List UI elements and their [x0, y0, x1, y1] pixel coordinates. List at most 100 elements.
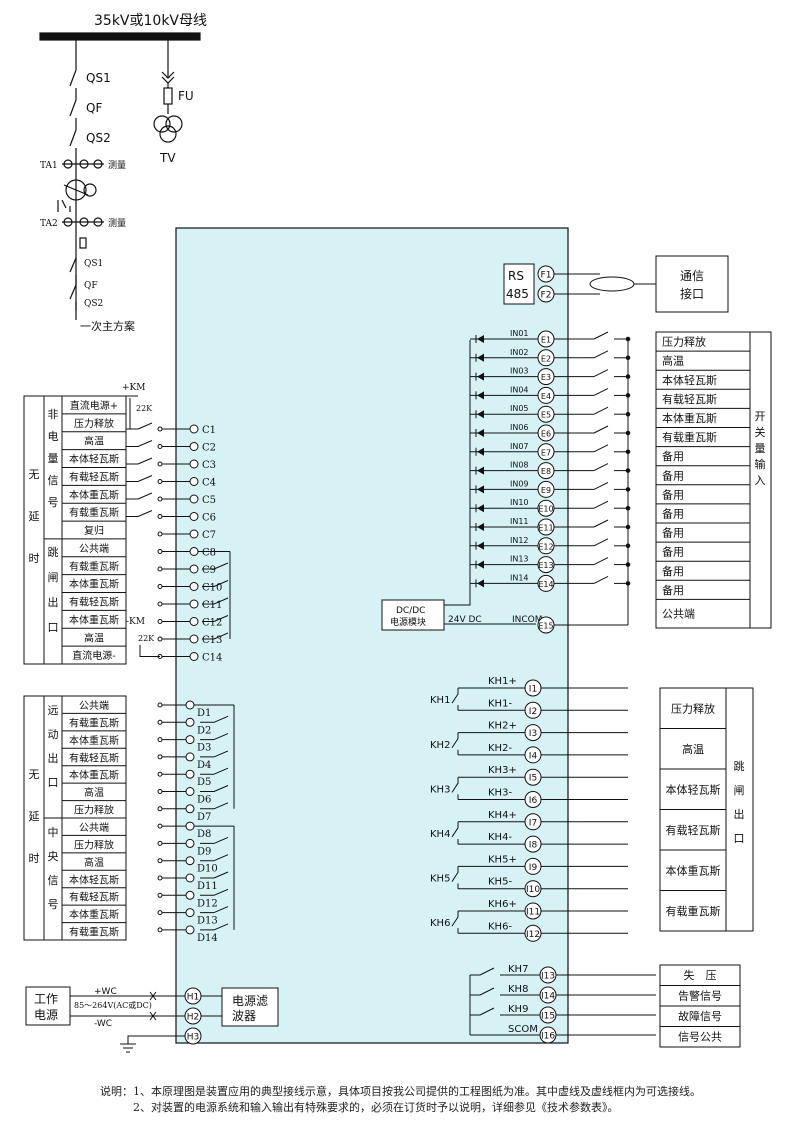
d-dot-1: [157, 702, 163, 708]
kh-neg-2: KH2-: [488, 743, 512, 754]
terminal-d13: [185, 908, 195, 918]
input-item-4: 有载轻瓦斯: [662, 392, 717, 406]
lt-g1-char-2: 电: [48, 430, 59, 443]
measure-label-1: 测量: [108, 160, 126, 171]
dcdc-module: [381, 599, 445, 631]
terminal-label-c3: C3: [202, 460, 216, 471]
terminal-label-i4: I4: [529, 751, 538, 761]
lb-item-3: 本体重瓦斯: [69, 734, 119, 747]
terminal-label-d5: D5: [197, 777, 211, 788]
terminal-label-e11: E11: [538, 524, 553, 533]
trip-item-6: 有载重瓦斯: [666, 904, 721, 918]
input-switch-8: [593, 463, 609, 472]
lb-outer-char-2: 延: [29, 810, 40, 823]
device-body: [175, 227, 569, 1044]
input-switch-12: [593, 538, 609, 547]
terminal-c8: [189, 547, 199, 556]
lb-item-13: 本体重瓦斯: [69, 908, 119, 921]
terminal-c7: [189, 529, 199, 539]
terminal-label-i9: I9: [529, 863, 538, 873]
terminal-label-d3: D3: [197, 743, 211, 754]
lt-item-12: 有载轻瓦斯: [69, 596, 119, 609]
terminal-label-d9: D9: [197, 846, 211, 857]
primary-circuit: [39, 32, 201, 320]
in-label-12: IN12: [510, 536, 529, 545]
lb-g2-char-3: 信: [48, 874, 59, 887]
r22k-1: 22K: [136, 404, 153, 413]
lt-item-7: 有载重瓦斯: [69, 506, 119, 519]
km-neg-feed: [139, 645, 160, 657]
kh-contact-6: [451, 911, 459, 934]
lb-item-8: 公共端: [79, 821, 109, 834]
d-relay-7: [200, 802, 229, 810]
terminal-label-e4: E4: [541, 392, 551, 401]
d-relay-12: [200, 888, 229, 896]
terminal-label-e2: E2: [541, 354, 551, 363]
d-relay-14: [200, 923, 229, 931]
lb-item-5: 本体重瓦斯: [69, 769, 119, 782]
terminal-label-e1: E1: [541, 336, 551, 345]
lb-item-1: 公共端: [79, 699, 109, 712]
terminal-label-e10: E10: [538, 505, 553, 514]
minus-km: -KM: [126, 617, 145, 627]
terminal-c11: [189, 599, 199, 609]
terminal-c4: [189, 477, 199, 486]
lt-item-14: 高温: [84, 631, 104, 644]
terminal-label-c12: C12: [202, 618, 222, 629]
qs1-label: QS1: [86, 71, 111, 85]
terminal-label-c7: C7: [202, 530, 216, 541]
terminal-label-e9: E9: [541, 486, 551, 495]
d-dot-3: [157, 737, 163, 743]
lb-item-7: 压力释放: [74, 804, 114, 817]
terminal-d12: [185, 890, 195, 900]
lt-item-10: 有载重瓦斯: [69, 560, 119, 573]
kh-neg-3: KH3-: [488, 788, 512, 799]
input-switch-13: [593, 557, 609, 566]
input-switch-6: [593, 425, 609, 434]
power-range: 85～264V(AC或DC): [74, 1000, 152, 1010]
work-power-box: [25, 986, 71, 1026]
terminal-label-c2: C2: [202, 443, 216, 454]
in-label-10: IN10: [510, 498, 529, 507]
kh-contact-2: [451, 732, 459, 755]
d-dot-2: [157, 719, 163, 725]
terminal-c3: [189, 459, 199, 469]
kh-group-6: KH6: [430, 918, 450, 929]
in-label-14: IN14: [510, 573, 529, 582]
kh-contact-1: [451, 688, 459, 711]
trip-side-char-2: 闸: [734, 784, 745, 797]
lt-g2-char-4: 口: [48, 621, 59, 634]
terminal-label-d10: D10: [197, 864, 218, 875]
lb-item-4: 有载轻瓦斯: [69, 751, 119, 764]
trip-item-1: 压力释放: [671, 701, 715, 715]
in-label-11: IN11: [510, 517, 529, 526]
terminal-c2: [189, 442, 199, 451]
input-switch-5: [593, 406, 609, 415]
comm-label-1: 通信: [680, 269, 704, 283]
kh-sig-1: KH7: [508, 964, 528, 975]
dc24-label: 24V DC: [448, 615, 482, 625]
lt-g1-char-1: 非: [48, 408, 59, 421]
qs1-low-label: QS1: [84, 259, 103, 269]
terminal-label-d2: D2: [197, 725, 211, 736]
kh-neg-6: KH6-: [488, 921, 512, 932]
lt-g2-char-2: 闸: [48, 571, 59, 584]
lb-item-10: 高温: [84, 856, 104, 869]
bus-label: 35kV或10kV母线: [94, 13, 207, 29]
d-dot-5: [157, 771, 163, 777]
input-side-char-1: 开: [755, 410, 766, 423]
terminal-label-e6: E6: [541, 430, 551, 439]
terminal-d3: [185, 735, 195, 745]
terminal-c14: [189, 652, 199, 661]
lt-g2-char-3: 出: [48, 595, 59, 609]
terminal-d5: [185, 769, 195, 779]
terminal-d1: [185, 700, 195, 710]
input-item-3: 本体轻瓦斯: [662, 373, 717, 387]
in-label-9: IN09: [510, 479, 529, 488]
trip-item-4: 有载轻瓦斯: [666, 823, 721, 837]
terminal-label-d12: D12: [197, 898, 218, 909]
busbar: [39, 32, 201, 41]
kh-pos-4: KH4+: [488, 810, 517, 821]
in-label-7: IN07: [510, 442, 529, 451]
d-dot-11: [157, 875, 163, 881]
